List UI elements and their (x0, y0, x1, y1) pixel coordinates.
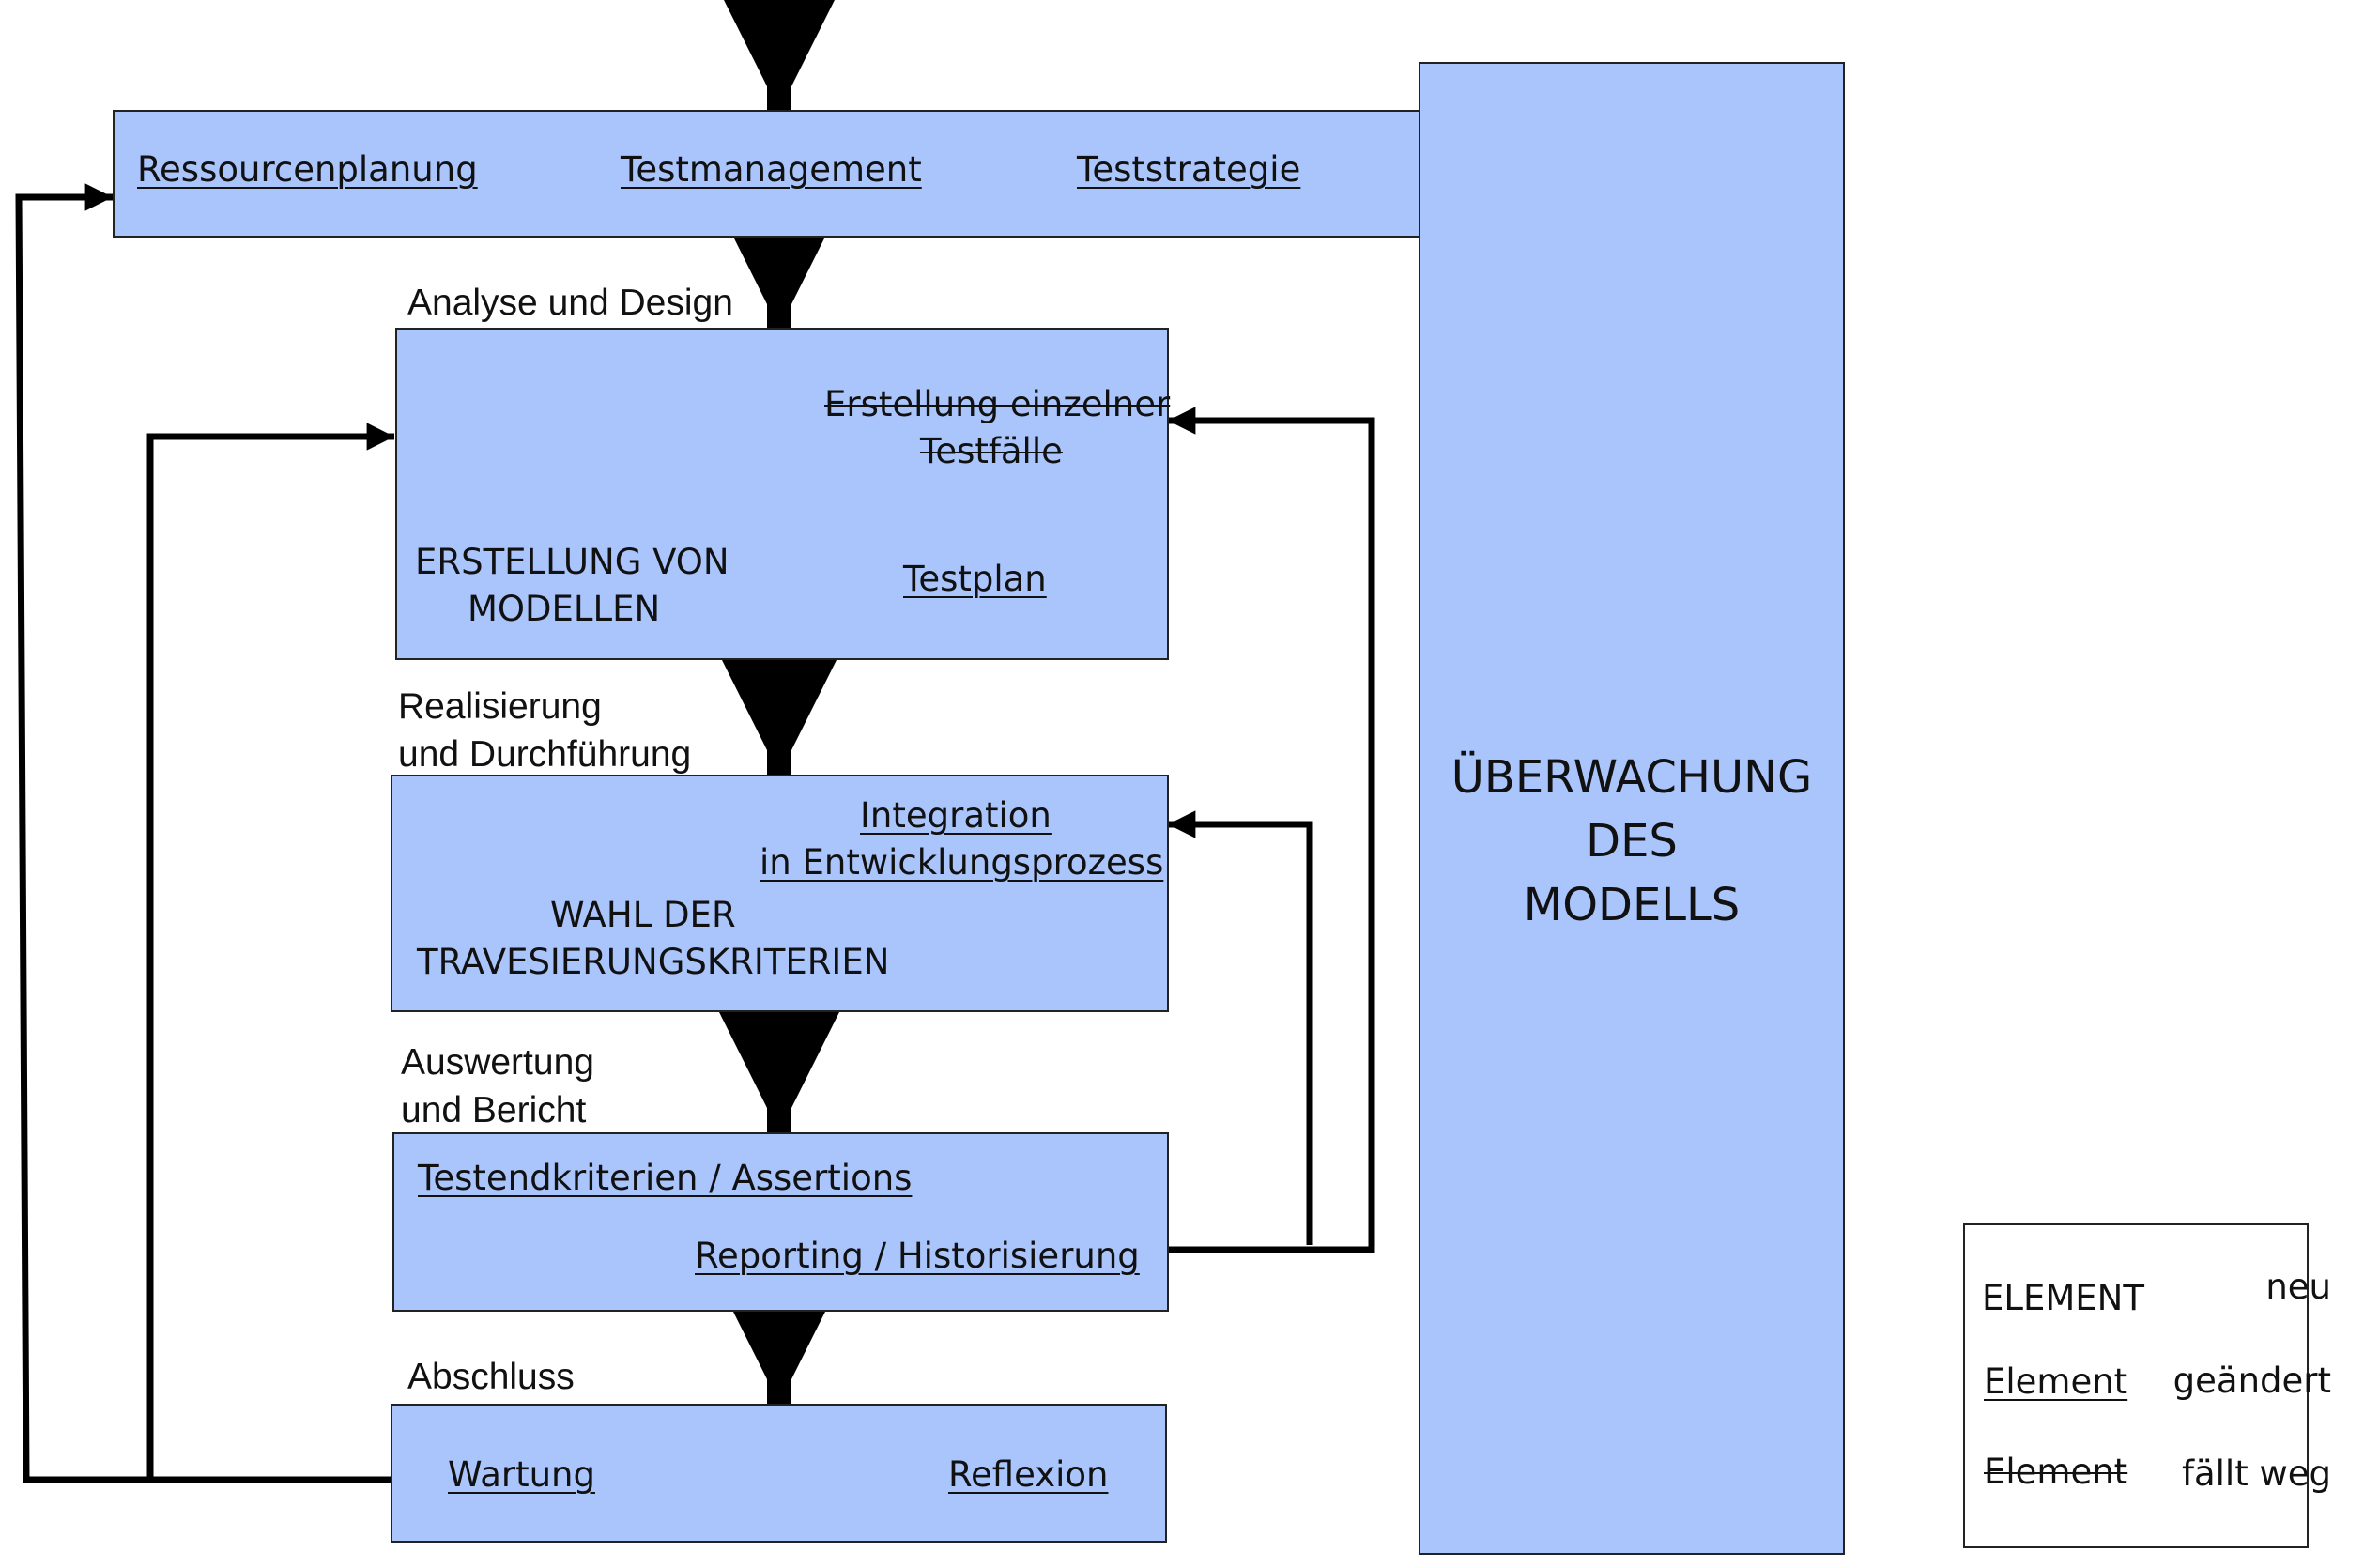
legend-sample-changed: Element (1984, 1361, 2128, 1402)
loop-abschluss-to-top (15, 183, 392, 1483)
phase-label-abschluss: Abschluss (407, 1357, 575, 1397)
loop-auswertung-to-analyse (1167, 407, 1375, 1253)
phase-label-auswertung-1: Auswertung (401, 1042, 594, 1083)
auswertung-box (392, 1132, 1169, 1312)
analyse-new-line-2: MODELLEN (468, 589, 661, 629)
monitoring-line-2: DES (1586, 815, 1678, 868)
auswertung-changed-testendkriterien: Testendkriterien / Assertions (418, 1158, 913, 1198)
phase-label-realisierung-2: und Durchführung (398, 734, 692, 775)
analyse-new-line-1: ERSTELLUNG VON (415, 542, 729, 582)
legend-sample-removed: Element (1984, 1452, 2128, 1492)
top-item-testmanagement: Testmanagement (621, 149, 922, 190)
legend-meaning-removed: fällt weg (2181, 1453, 2331, 1494)
realisierung-changed-line-1: Integration (860, 795, 1052, 836)
analyse-changed-testplan: Testplan (903, 559, 1047, 599)
loop-abschluss-to-analyse (146, 423, 394, 1480)
realisierung-changed-line-2: in Entwicklungsprozess (760, 842, 1164, 883)
realisierung-new-line-2: TRAVESIERUNGSKRITERIEN (417, 942, 890, 982)
monitoring-title: ÜBERWACHUNG DES MODELLS (1419, 746, 1845, 937)
monitoring-line-1: ÜBERWACHUNG (1451, 751, 1813, 804)
legend-meaning-new: neu (2265, 1267, 2331, 1307)
monitoring-box (1419, 62, 1845, 1555)
phase-label-realisierung-1: Realisierung (398, 686, 602, 727)
analyse-box (395, 328, 1169, 660)
analyse-removed-line-1: Erstellung einzelner (824, 384, 1171, 424)
auswertung-changed-reporting: Reporting / Historisierung (695, 1236, 1140, 1276)
realisierung-box (391, 775, 1169, 1012)
legend-meaning-changed: geändert (2172, 1360, 2331, 1401)
phase-label-analyse: Analyse und Design (407, 283, 733, 323)
monitoring-line-3: MODELLS (1523, 879, 1741, 931)
loop-auswertung-to-realisierung (1168, 810, 1313, 1245)
top-item-ressourcenplanung: Ressourcenplanung (137, 149, 478, 190)
abschluss-box (391, 1404, 1167, 1543)
analyse-removed-line-2: Testfälle (920, 431, 1063, 471)
top-item-teststrategie: Teststrategie (1077, 149, 1301, 190)
legend-box (1963, 1223, 2309, 1548)
abschluss-changed-wartung: Wartung (448, 1454, 595, 1495)
legend-sample-new: ELEMENT (1982, 1278, 2144, 1318)
phase-label-auswertung-2: und Bericht (401, 1090, 587, 1130)
abschluss-changed-reflexion: Reflexion (948, 1454, 1109, 1495)
realisierung-new-line-1: WAHL DER (550, 895, 736, 935)
